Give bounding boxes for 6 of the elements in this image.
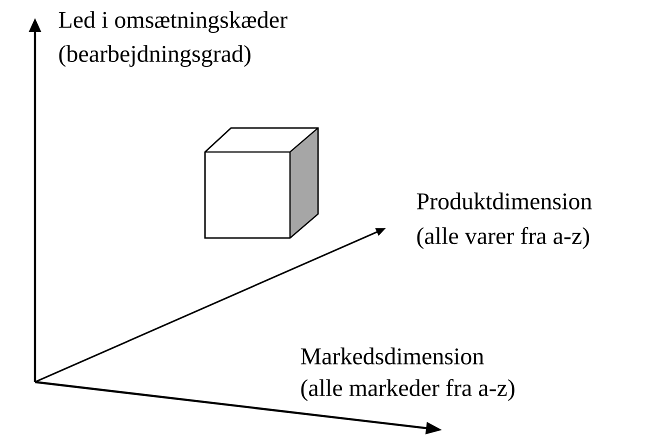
axis-label: (bearbejdningsgrad) [59, 45, 250, 67]
axis-label: Produktdimension [416, 192, 592, 210]
axis-label: Led i omsætningskæder [58, 11, 288, 33]
axis-label: Markedsdimension [300, 348, 484, 364]
axis-label: (alle varer fra a-z) [417, 227, 590, 249]
axis-label: (alle markeder fra a-z) [301, 379, 514, 402]
